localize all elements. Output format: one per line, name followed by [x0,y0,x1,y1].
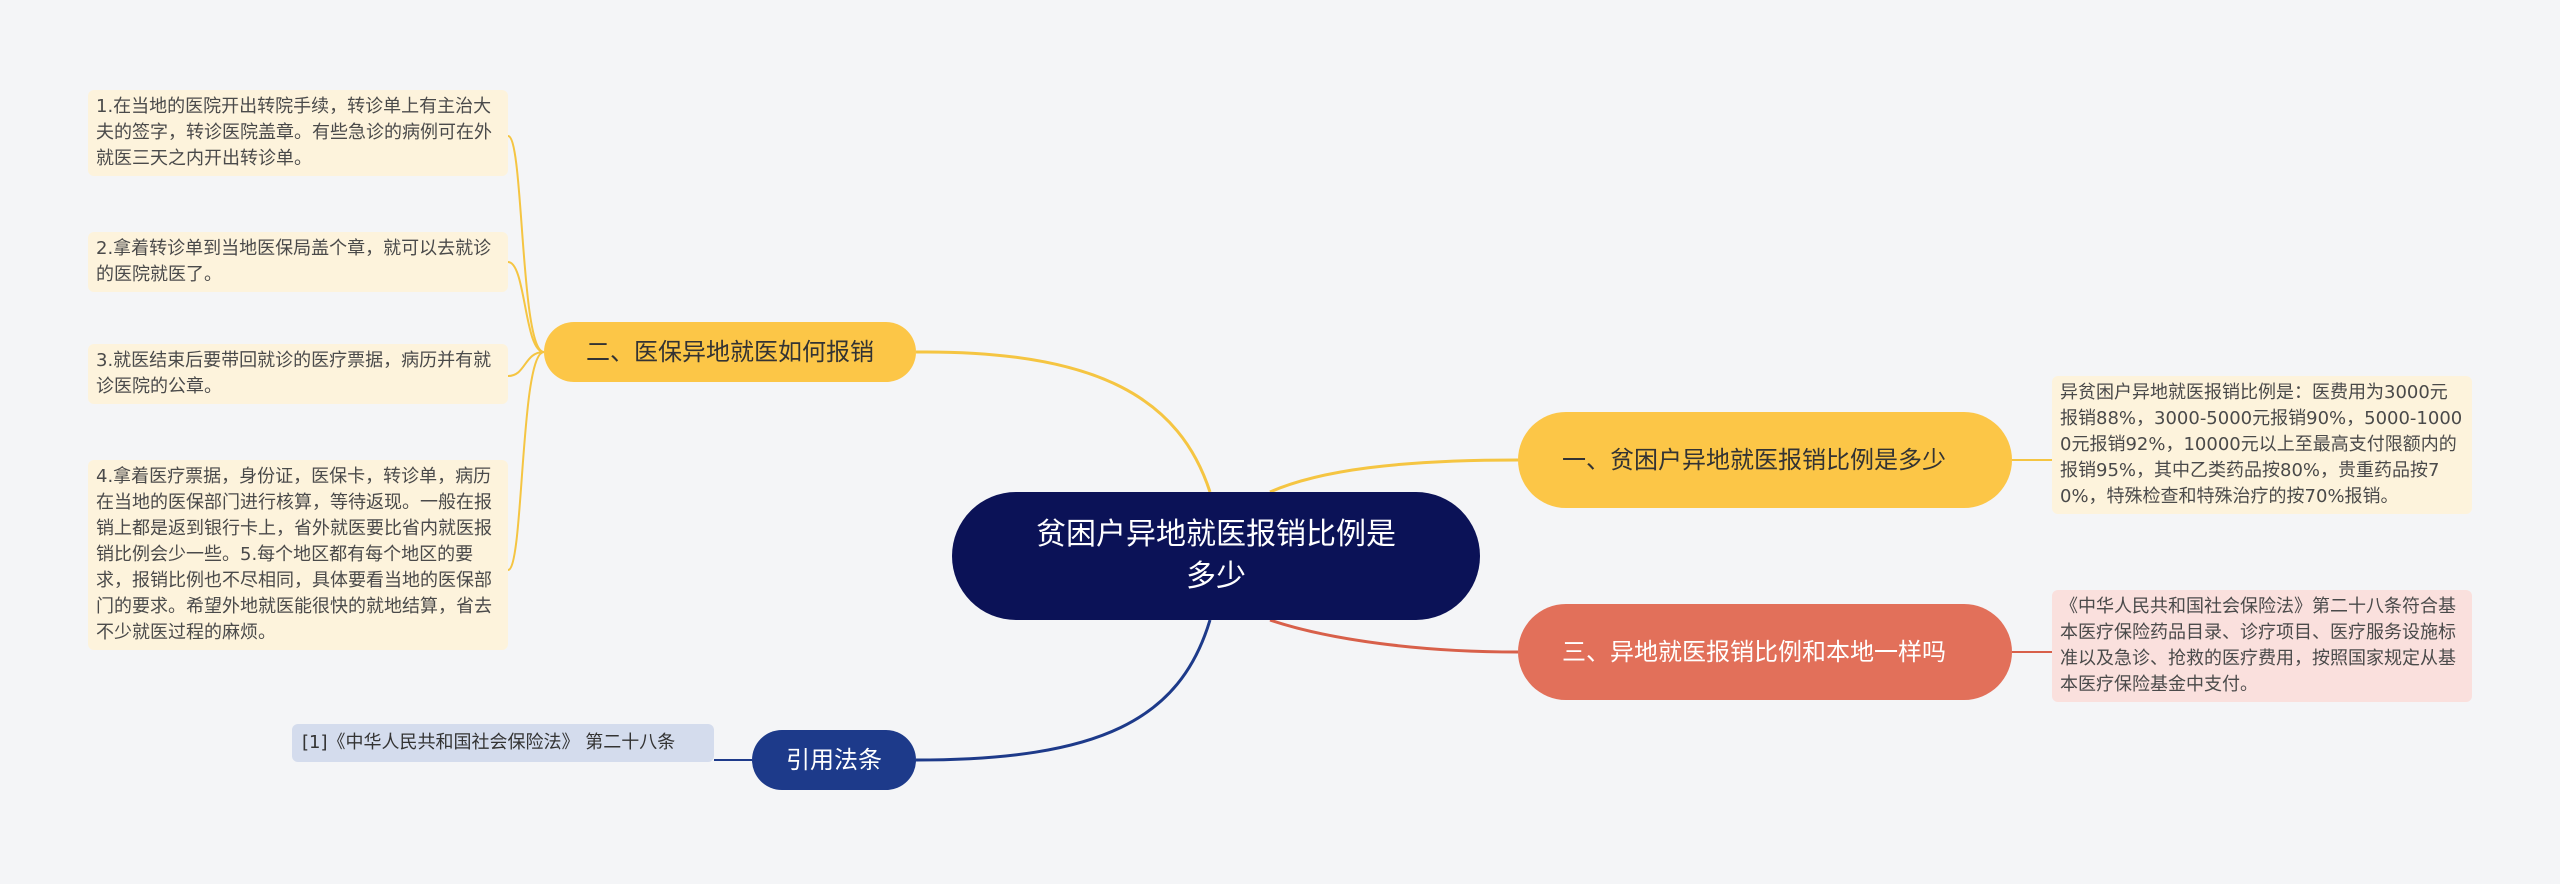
branch-citation[interactable]: 引用法条 [752,730,916,790]
branch-ratio[interactable]: 一、贫困户异地就医报销比例是多少 [1518,412,2012,508]
edge-root-to-same [1269,618,1519,654]
branch-label: 一、贫困户异地就医报销比例是多少 [1562,446,1946,474]
leaf-reimburse-step-1[interactable]: 1.在当地的医院开出转院手续，转诊单上有主治大夫的签字，转诊医院盖章。有些急诊的… [88,90,508,176]
leaf-ratio-detail[interactable]: 异贫困户异地就医报销比例是：医费用为3000元报销88%，3000-5000元报… [2052,376,2472,514]
branch-reimburse-how[interactable]: 二、医保异地就医如何报销 [544,322,916,382]
edge-reimburse-leaf-1 [507,135,545,353]
branch-label: 三、异地就医报销比例和本地一样吗 [1562,638,1946,666]
branch-same-as-local[interactable]: 三、异地就医报销比例和本地一样吗 [1518,604,2012,700]
leaf-reimburse-step-2[interactable]: 2.拿着转诊单到当地医保局盖个章，就可以去就诊的医院就医了。 [88,232,508,292]
edge-reimburse-leaf-2 [507,261,545,353]
leaf-reimburse-step-3[interactable]: 3.就医结束后要带回就诊的医疗票据，病历并有就诊医院的公章。 [88,344,508,404]
leaf-citation-detail[interactable]: [1]《中华人民共和国社会保险法》 第二十八条 [292,724,714,762]
root-node[interactable]: 贫困户异地就医报销比例是多少 [952,492,1480,620]
edge-root-to-reimburse [915,350,1212,493]
edge-root-to-citation [915,619,1212,762]
edge-reimburse-leaf-3 [507,351,545,377]
branch-label: 引用法条 [786,746,882,774]
branch-label: 二、医保异地就医如何报销 [586,338,874,366]
leaf-same-as-local-detail[interactable]: 《中华人民共和国社会保险法》第二十八条符合基本医疗保险药品目录、诊疗项目、医疗服… [2052,590,2472,702]
edge-reimburse-leaf-4 [507,351,545,571]
edge-root-to-ratio [1269,458,1519,494]
leaf-reimburse-step-4[interactable]: 4.拿着医疗票据，身份证，医保卡，转诊单，病历在当地的医保部门进行核算，等待返现… [88,460,508,650]
root-title: 贫困户异地就医报销比例是多少 [1036,517,1396,594]
